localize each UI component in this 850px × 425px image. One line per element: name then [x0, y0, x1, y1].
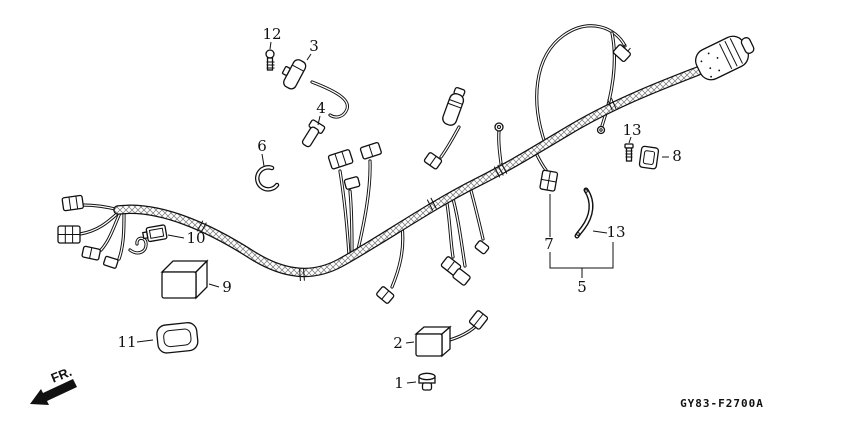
callout-6-label: 6 [257, 137, 267, 155]
callout-4-label: 4 [316, 99, 326, 117]
loop-end-connector [612, 43, 631, 63]
connector-part-7 [539, 169, 559, 192]
callout-13-lower: 13 [592, 223, 626, 241]
callouts: 12 3 4 6 10 9 11 2 [117, 25, 681, 392]
relay-box-part-9 [160, 259, 209, 300]
callout-9-label: 9 [222, 278, 232, 296]
callout-4: 4 [316, 99, 326, 126]
callout-6: 6 [257, 137, 267, 167]
coil-connector [423, 152, 443, 170]
callout-1: 1 [394, 374, 417, 392]
callout-7-label: 7 [544, 235, 554, 253]
callout-3: 3 [306, 37, 319, 61]
callout-10-label: 10 [186, 229, 205, 247]
hanging-connectors [376, 240, 490, 304]
wire-eyelet [596, 125, 606, 135]
callout-3-label: 3 [309, 37, 319, 55]
callout-9: 9 [208, 278, 232, 296]
callout-12-label: 12 [262, 25, 281, 43]
callout-12: 12 [262, 25, 282, 50]
ring-terminal [494, 122, 504, 132]
callout-11: 11 [117, 333, 154, 351]
left-connector-bundle [57, 194, 119, 269]
spark-plug-cap-part-4 [301, 119, 326, 148]
small-unit-part-8 [638, 145, 660, 170]
callout-7: 7 [544, 194, 554, 253]
callout-11-label: 11 [117, 333, 136, 351]
callout-8-label: 8 [672, 147, 682, 165]
cdi-unit-part-2 [414, 310, 489, 358]
ignition-coil-part-3 [281, 59, 307, 90]
callout-5-label: 5 [577, 278, 587, 296]
grommet-part-1 [418, 372, 436, 391]
connector-part-10 [142, 224, 168, 243]
callout-10: 10 [167, 229, 206, 247]
bolt-part-12 [265, 49, 275, 71]
diagram-code: GY83-F2700A [680, 397, 764, 410]
callout-13-upper: 13 [622, 121, 642, 144]
screw-part-13-upper [624, 143, 634, 162]
secondary-coil [442, 86, 466, 126]
fr-orientation: FR. [30, 364, 77, 405]
main-connector-boot [695, 35, 755, 81]
mid-connectors [327, 141, 382, 190]
callout-1-label: 1 [394, 374, 404, 392]
callout-5-bracket: 5 [549, 242, 614, 296]
rubber-mount-part-11 [156, 322, 199, 354]
harness-tape-bands [196, 97, 617, 282]
callout-13-upper-label: 13 [622, 121, 641, 139]
fr-label: FR. [49, 364, 74, 386]
callout-13-lower-label: 13 [606, 223, 625, 241]
callout-2: 2 [393, 334, 415, 352]
stay-part-13-lower [574, 187, 594, 239]
fr-arrow-icon [30, 379, 77, 405]
callout-2-label: 2 [393, 334, 403, 352]
harness-band-part-6 [255, 165, 280, 192]
callout-8: 8 [662, 147, 682, 165]
